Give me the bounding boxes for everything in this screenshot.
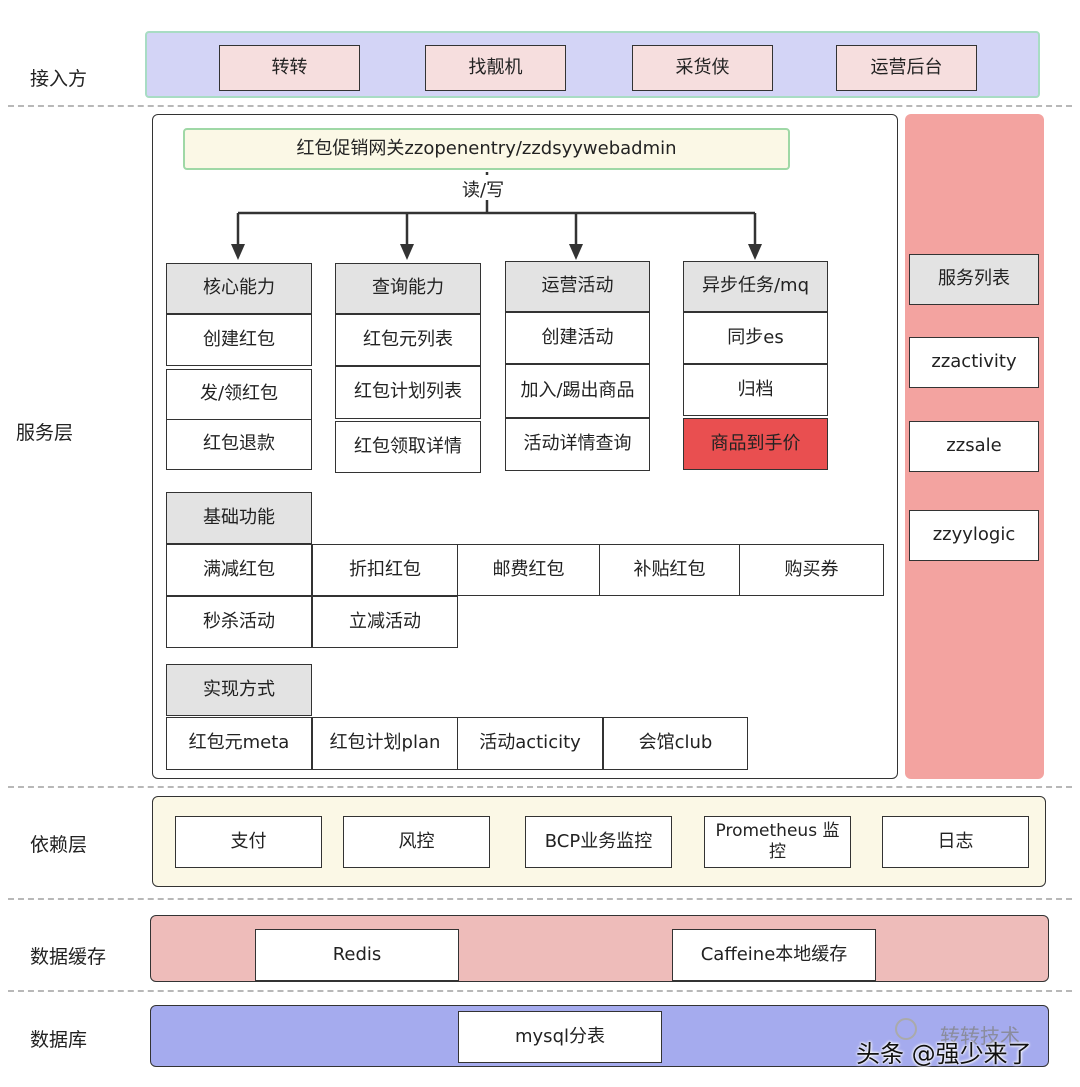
dependency-item[interactable]: 风控 [343, 816, 490, 868]
dependency-item[interactable]: 支付 [175, 816, 322, 868]
ops-activity-item[interactable]: 活动详情查询 [505, 418, 650, 471]
implementation-item[interactable]: 会馆club [603, 717, 748, 770]
query-capability-item[interactable]: 红包计划列表 [335, 366, 481, 419]
separator [8, 105, 1072, 107]
core-capability-item[interactable]: 红包退款 [166, 419, 312, 470]
access-item[interactable]: 找靓机 [425, 45, 566, 91]
async-task-item-highlight[interactable]: 商品到手价 [683, 418, 828, 470]
core-capability-item[interactable]: 创建红包 [166, 314, 312, 366]
cache-item[interactable]: Redis [255, 929, 459, 981]
basic-function-item[interactable]: 折扣红包 [312, 544, 458, 596]
basic-function-header: 基础功能 [166, 492, 312, 544]
access-item[interactable]: 运营后台 [836, 45, 977, 91]
cache-item[interactable]: Caffeine本地缓存 [672, 929, 876, 981]
ops-activity-header: 运营活动 [505, 261, 650, 312]
read-write-label: 读/写 [462, 180, 505, 201]
dependency-item[interactable]: 日志 [882, 816, 1029, 868]
access-item[interactable]: 采货侠 [632, 45, 773, 91]
access-item[interactable]: 转转 [219, 45, 360, 91]
gateway-box[interactable]: 红包促销网关zzopenentry/zzdsyywebadmin [183, 128, 790, 170]
watermark-source: 转转技术 [940, 1024, 1020, 1048]
core-capability-header: 核心能力 [166, 263, 312, 314]
layer-label-access: 接入方 [30, 68, 88, 90]
async-task-header: 异步任务/mq [683, 261, 828, 312]
query-capability-item[interactable]: 红包领取详情 [335, 421, 481, 473]
async-task-item[interactable]: 同步es [683, 312, 828, 364]
layer-label-dependency: 依赖层 [30, 834, 88, 856]
implementation-item[interactable]: 活动acticity [457, 717, 603, 770]
ops-activity-item[interactable]: 创建活动 [505, 312, 650, 364]
service-list-header: 服务列表 [909, 254, 1039, 305]
database-item[interactable]: mysql分表 [458, 1011, 662, 1063]
watermark-author: 头条 @强少来了 [856, 1040, 1032, 1068]
layer-label-cache: 数据缓存 [30, 946, 107, 968]
query-capability-header: 查询能力 [335, 263, 481, 314]
implementation-item[interactable]: 红包计划plan [312, 717, 458, 770]
query-capability-item[interactable]: 红包元列表 [335, 314, 481, 366]
dependency-item[interactable]: Prometheus 监控 [704, 816, 851, 868]
basic-function-item[interactable]: 满减红包 [166, 544, 312, 596]
basic-function-item[interactable]: 购买券 [739, 544, 884, 596]
layer-label-database: 数据库 [30, 1029, 88, 1051]
service-list-item[interactable]: zzyylogic [909, 510, 1039, 561]
async-task-item[interactable]: 归档 [683, 364, 828, 416]
dependency-item[interactable]: BCP业务监控 [525, 816, 672, 868]
separator [8, 990, 1072, 992]
implementation-header: 实现方式 [166, 664, 312, 716]
basic-function-item[interactable]: 秒杀活动 [166, 596, 312, 648]
layer-label-service: 服务层 [16, 422, 74, 444]
service-list-item[interactable]: zzactivity [909, 337, 1039, 388]
ops-activity-item[interactable]: 加入/踢出商品 [505, 364, 650, 418]
basic-function-item[interactable]: 邮费红包 [457, 544, 600, 596]
separator [8, 898, 1072, 900]
basic-function-item[interactable]: 补贴红包 [599, 544, 740, 596]
service-list-item[interactable]: zzsale [909, 421, 1039, 472]
basic-function-item[interactable]: 立减活动 [312, 596, 458, 648]
separator [8, 786, 1072, 788]
wechat-icon [895, 1018, 917, 1040]
implementation-item[interactable]: 红包元meta [166, 717, 312, 770]
core-capability-item[interactable]: 发/领红包 [166, 369, 312, 420]
